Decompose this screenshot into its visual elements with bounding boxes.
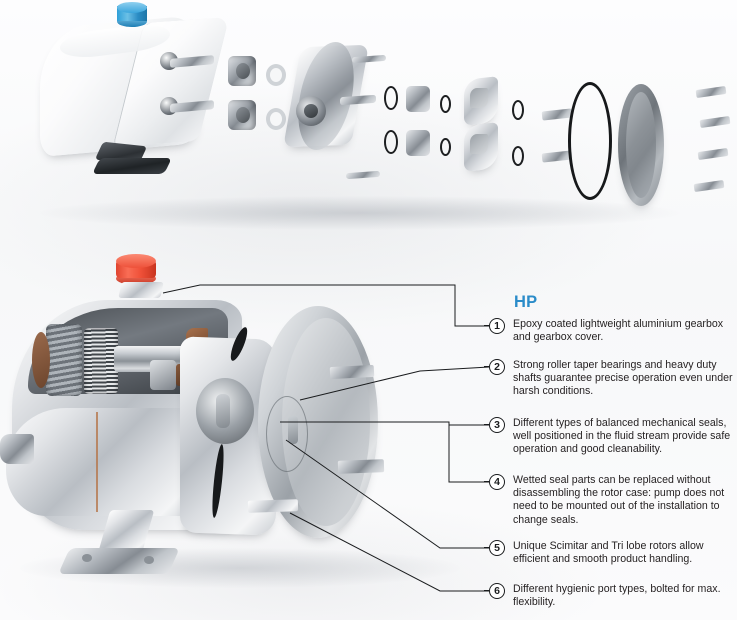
pump-base-plate [58, 548, 180, 574]
bolt-a2 [345, 170, 381, 180]
callout-number-4: 4 [489, 474, 505, 490]
callout-tick-3 [484, 424, 489, 425]
rotor-shaft-stub [340, 94, 376, 106]
cutaway-taper-bearing [84, 328, 118, 394]
mechanical-seal-assembly [150, 360, 176, 390]
seal-carrier-lower [406, 130, 430, 156]
o-ring-lower-1 [384, 130, 398, 154]
shim-washer-upper [266, 64, 286, 86]
rotor-case-port-bore [304, 104, 318, 118]
base-bolt-hole-left [82, 554, 92, 562]
cover-o-ring [568, 82, 612, 200]
rotor-bolt-upper [541, 108, 573, 121]
helical-gear-upper [46, 324, 82, 396]
o-ring-upper-2 [512, 100, 524, 120]
callout-text-6: Different hygienic port types, bolted fo… [513, 583, 721, 609]
callout-3[interactable]: 3 Different types of balanced mechanical… [484, 417, 737, 457]
port-circle-outline [266, 396, 308, 472]
callout-tick-4 [484, 481, 489, 482]
cover-bolt-4 [693, 179, 725, 193]
bearing-bore-upper [236, 63, 250, 79]
scimitar-rotor-upper-lobe [470, 88, 488, 108]
exploded-ground-shadow [40, 196, 680, 230]
base-bolt-hole-right [144, 556, 154, 564]
cutaway-cover-bolt-low [247, 499, 299, 513]
seal-ring-upper [440, 95, 451, 113]
callout-number-1: 1 [489, 318, 505, 334]
callout-text-3: Different types of balanced mechanical s… [513, 417, 731, 456]
cover-bolt-2 [699, 115, 731, 129]
callout-text-4: Wetted seal parts can be replaced withou… [513, 474, 725, 526]
blue-breather-cap-top [117, 2, 147, 13]
gearbox-base-plate [92, 158, 172, 174]
bearing-bore-lower [236, 107, 250, 123]
callout-tick-5 [484, 547, 489, 548]
exploded-view [0, 0, 737, 250]
breather-mount-boss [118, 282, 164, 298]
bolt-a1 [351, 54, 387, 64]
callout-1[interactable]: 1 Epoxy coated lightweight aluminium gea… [484, 318, 737, 344]
red-breather-cap-top [116, 254, 156, 268]
seal-carrier-upper [406, 86, 430, 112]
callout-2[interactable]: 2 Strong roller taper bearings and heavy… [484, 359, 737, 399]
callout-tick-2 [484, 366, 489, 367]
callout-5[interactable]: 5 Unique Scimitar and Tri lobe rotors al… [484, 540, 737, 566]
cover-bolt-3 [697, 147, 729, 161]
callout-tick-1 [484, 325, 489, 326]
callout-list: HP 1 Epoxy coated lightweight aluminium … [484, 290, 737, 620]
rotor-lobe-visible [216, 394, 230, 428]
cutaway-view [0, 248, 500, 620]
cover-bolt-1 [695, 85, 727, 99]
o-ring-upper-1 [384, 86, 398, 110]
scimitar-rotor-lower-lobe [470, 134, 488, 154]
callout-6[interactable]: 6 Different hygienic port types, bolted … [484, 583, 737, 609]
callout-tick-6 [484, 590, 489, 591]
front-cover-face [626, 92, 656, 198]
gear-hub-bronze [32, 332, 50, 388]
seal-ring-lower [440, 138, 451, 156]
callout-number-5: 5 [489, 540, 505, 556]
callout-number-6: 6 [489, 583, 505, 599]
housing-side-boss [0, 434, 34, 464]
o-ring-lower-2 [512, 146, 524, 166]
blue-breather-cap-base [117, 16, 147, 27]
cutaway-cover-bolt-mid [337, 459, 385, 474]
cutaway-lower-housing [6, 408, 202, 516]
callout-number-3: 3 [489, 417, 505, 433]
callout-text-5: Unique Scimitar and Tri lobe rotors allo… [513, 540, 704, 566]
callout-4[interactable]: 4 Wetted seal parts can be replaced with… [484, 474, 737, 527]
page-title: HP [514, 293, 538, 311]
shim-washer-lower [266, 108, 286, 130]
callout-text-1: Epoxy coated lightweight aluminium gearb… [513, 318, 724, 344]
callout-number-2: 2 [489, 359, 505, 375]
cutaway-cover-bolt-top [329, 364, 375, 380]
section-cut-line [96, 412, 98, 512]
callout-text-2: Strong roller taper bearings and heavy d… [513, 359, 733, 398]
